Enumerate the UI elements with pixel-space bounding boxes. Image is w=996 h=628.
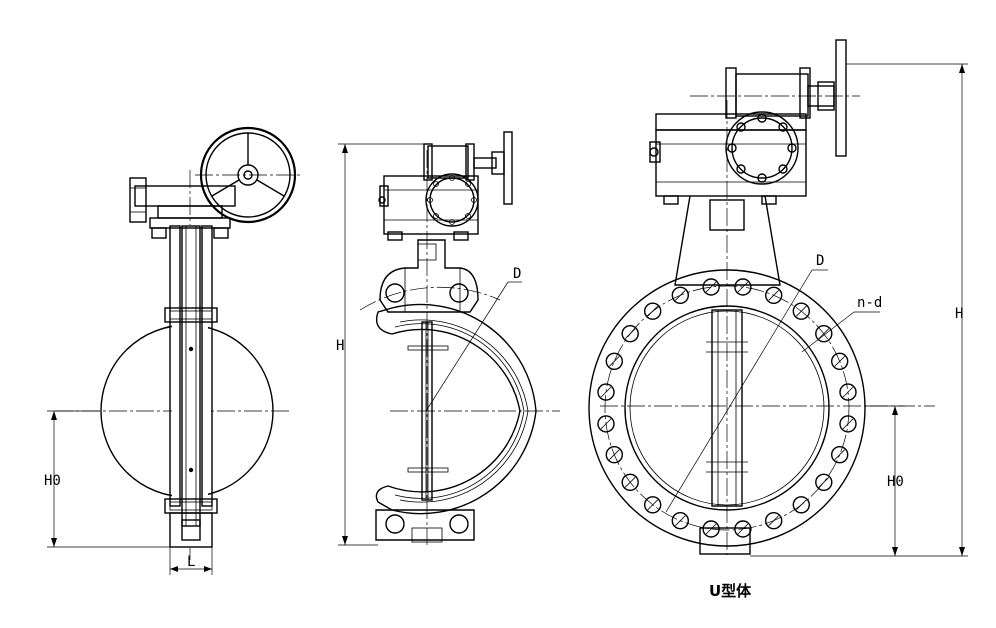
bolt-hole-mark [834, 356, 845, 367]
left-h0-label: H0 [44, 473, 61, 489]
mid-h-label: H [336, 338, 344, 354]
bolt-hole-mark [768, 515, 779, 526]
bolt-hole [621, 473, 639, 491]
bolt-hole [605, 446, 623, 464]
bolt-hole-mark [768, 290, 779, 301]
bolt-hole [734, 520, 752, 538]
bolt-hole [839, 415, 857, 433]
bolt-hole [597, 415, 615, 433]
bolt-hole [605, 352, 623, 370]
bolt-hole-mark [737, 281, 749, 293]
bolt-hole-mark [609, 356, 620, 367]
bolt-hole [597, 383, 615, 401]
bolt-hole [765, 512, 783, 530]
right-view: H H0 D n-d U型体 [588, 39, 968, 600]
bolt-hole [792, 496, 810, 514]
bolt-hole-mark [675, 515, 686, 526]
bolt-hole [815, 325, 833, 343]
bolt-hole-mark [600, 386, 612, 398]
bolt-hole [734, 278, 752, 296]
flange-outer [588, 269, 866, 547]
right-h-label: H [955, 306, 963, 322]
bolt-hole-mark [818, 477, 830, 488]
right-gear-cover [725, 111, 799, 185]
bolt-hole-mark [834, 449, 845, 460]
middle-view: H D [336, 131, 560, 546]
bolt-hole-mark [675, 290, 686, 301]
bolt-hole-mark [624, 328, 636, 339]
bolt-hole-mark [705, 281, 717, 293]
right-caption: U型体 [709, 582, 752, 600]
left-view: H0 L [44, 126, 300, 575]
bolt-hole [792, 302, 810, 320]
bolt-hole [702, 278, 720, 296]
right-d-label: D [816, 253, 824, 269]
bolt-hole-mark [647, 305, 658, 317]
bolt-hole [831, 446, 849, 464]
mid-d-label: D [513, 266, 521, 282]
bolt-hole-mark [737, 523, 749, 535]
bolt-hole-mark [818, 328, 830, 339]
bolt-holes [597, 278, 857, 538]
bolt-hole [644, 302, 662, 320]
bolt-hole [702, 520, 720, 538]
bolt-hole [831, 352, 849, 370]
bolt-hole-mark [796, 305, 807, 317]
bolt-hole [671, 512, 689, 530]
bolt-hole [671, 286, 689, 304]
bolt-hole-mark [842, 418, 854, 430]
bolt-hole [839, 383, 857, 401]
bolt-hole [644, 496, 662, 514]
right-nd-label: n-d [857, 295, 882, 311]
bolt-hole-mark [609, 449, 620, 460]
bolt-hole-mark [600, 418, 612, 430]
left-l-label: L [187, 554, 195, 570]
bolt-hole [621, 325, 639, 343]
bolt-hole-mark [624, 477, 636, 488]
bolt-hole-mark [842, 386, 854, 398]
bolt-hole-mark [796, 499, 807, 511]
bolt-hole [765, 286, 783, 304]
gear-cover [425, 173, 479, 227]
bolt-hole [815, 473, 833, 491]
bolt-hole-mark [647, 499, 658, 511]
right-h0-label: H0 [887, 474, 904, 490]
bolt-hole-mark [705, 523, 717, 535]
